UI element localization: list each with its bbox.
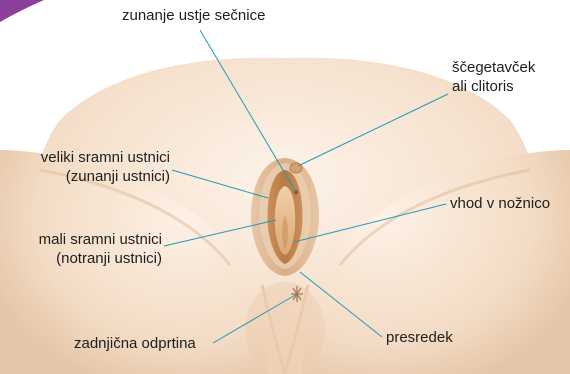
- label-perineum: presredek: [386, 328, 453, 347]
- label-clitoris: ščegetavček ali clitoris: [452, 58, 535, 96]
- label-vagina: vhod v nožnico: [450, 194, 550, 213]
- label-urethra: zunanje ustje sečnice: [122, 6, 265, 25]
- corner-accent: [0, 0, 44, 22]
- label-labia-majora: veliki sramni ustnici (zunanji ustnici): [8, 148, 170, 186]
- label-anus: zadnjična odprtina: [74, 334, 196, 353]
- label-labia-minora: mali sramni ustnici (notranji ustnici): [8, 230, 162, 268]
